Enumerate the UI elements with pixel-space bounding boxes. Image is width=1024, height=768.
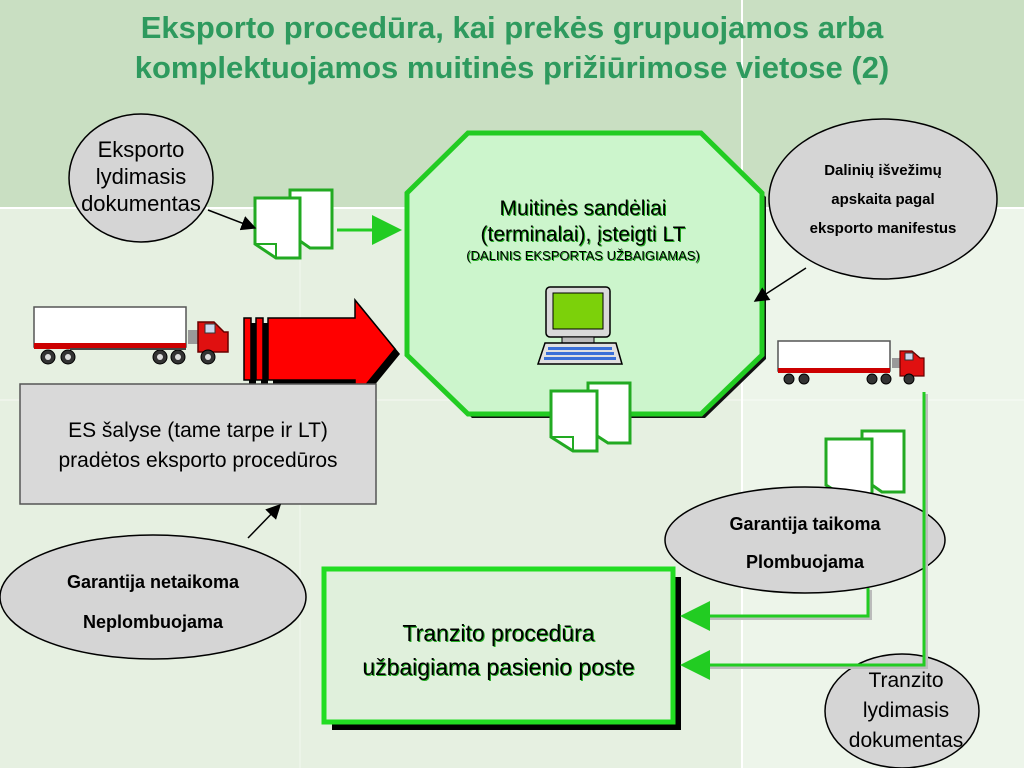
connector-export-doc [207, 209, 257, 231]
es-box [19, 383, 377, 505]
bubble-guarantee [664, 486, 946, 594]
warehouse-title: Muitinės sandėliai [499, 197, 667, 220]
bubble-partial-text: Dalinių išvežimų apskaita pagal eksporto… [809, 162, 957, 237]
bubble-export-doc-text: Eksporto lydimasis dokumentas [81, 137, 201, 216]
bubble-export-doc [68, 113, 214, 243]
connector-no-guarantee [247, 503, 282, 539]
es-box-text: ES šalyse (tame tarpe ir LT) pradėtos ek… [58, 419, 338, 472]
truck-icon [33, 306, 229, 365]
truck-icon [777, 340, 925, 385]
bubble-partial [768, 118, 998, 280]
title-line-2: komplektuojamos muitinės prižiūrimose vi… [134, 50, 890, 85]
flow-guarantee-to-transit [680, 588, 872, 631]
transit-box [321, 566, 681, 730]
document-icon [549, 381, 632, 453]
flow-truck-to-transit [680, 392, 928, 680]
document-icon [824, 429, 906, 501]
connector-partial [753, 267, 807, 302]
warehouse-subtitle: (terminalai), įsteigti LT [480, 223, 686, 246]
bubble-transit-doc-text: Tranzito lydimasis dokumentas [848, 669, 964, 752]
bubble-guarantee-text: Garantija taikoma Plombuojama [729, 514, 881, 572]
bubble-transit-doc [824, 653, 980, 768]
warehouse-octagon [404, 130, 766, 418]
computer-icon [536, 286, 623, 365]
page-title: Eksporto procedūra, kai prekės grupuojam… [0, 8, 1024, 88]
title-line-1: Eksporto procedūra, kai prekės grupuojam… [140, 10, 884, 45]
bubble-no-guarantee-text: Garantija netaikoma Neplombuojama [66, 572, 240, 632]
arrow-icon [243, 297, 400, 403]
warehouse-text: Muitinės sandėliai (terminalai), įsteigt… [420, 196, 746, 264]
document-icon [253, 188, 334, 260]
warehouse-note: (DALINIS EKSPORTAS UŽBAIGIAMAS) [466, 248, 700, 263]
bubble-no-guarantee [0, 534, 307, 660]
transit-box-text: Tranzito procedūra užbaigiama pasienio p… [362, 620, 635, 680]
